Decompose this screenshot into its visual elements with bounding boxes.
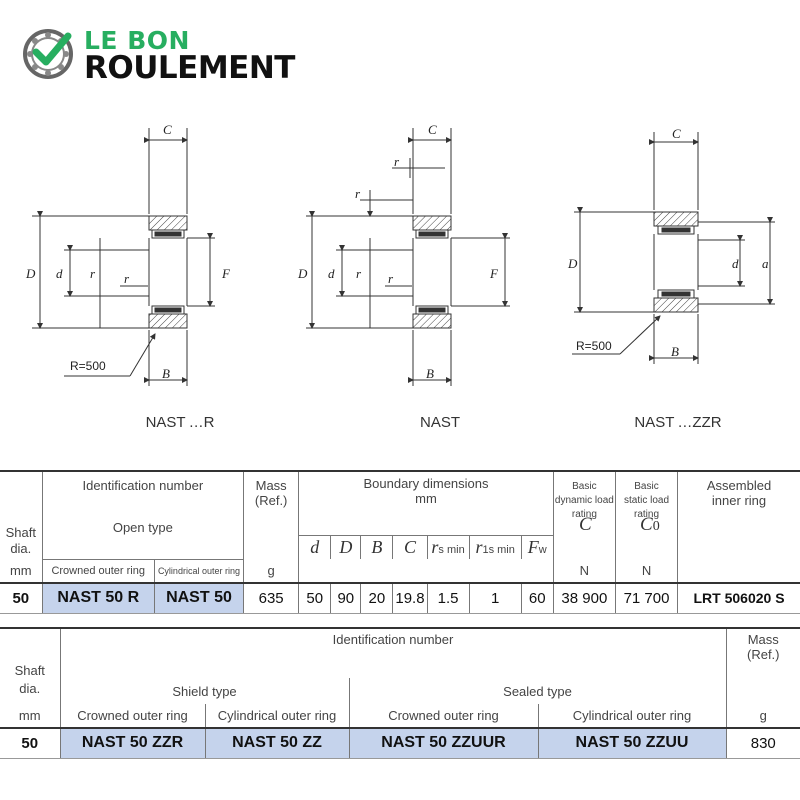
cell-shaft-2: 50 bbox=[0, 727, 61, 759]
cell-shaft: 50 bbox=[0, 582, 43, 614]
col-mass-header-2: Mass (Ref.) bbox=[725, 627, 800, 704]
bearing-check-icon bbox=[23, 29, 73, 79]
col-sealed-header: Sealed type bbox=[348, 678, 727, 704]
dim-label-fw: F bbox=[221, 266, 231, 281]
col-static-header: Basic static load rating bbox=[614, 470, 679, 559]
col-rs: rs min bbox=[426, 535, 470, 559]
static-symbol: C0 bbox=[640, 514, 660, 535]
cell-zzr: NAST 50 ZZR bbox=[59, 727, 206, 759]
bearing-drawings: C D d r r F B R=500 bbox=[25, 122, 775, 386]
dim-label-b2: B bbox=[426, 366, 434, 381]
unit-mm-2: mm bbox=[0, 704, 61, 728]
drawing-nast bbox=[306, 128, 510, 386]
col-fw: Fw bbox=[520, 535, 554, 559]
cell-zzuur: NAST 50 ZZUUR bbox=[348, 727, 539, 759]
cell-mass: 635 bbox=[243, 582, 300, 614]
col-ident-header: Identification number Open type bbox=[41, 470, 245, 535]
cell-d: 50 bbox=[298, 582, 332, 614]
col-shaft-header-2: Shaft dia. bbox=[0, 627, 61, 704]
dim-label-a3: a bbox=[762, 256, 769, 271]
col-D: D bbox=[330, 535, 362, 559]
dim-label-c3: C bbox=[672, 126, 681, 141]
dim-label-D: D bbox=[25, 266, 36, 281]
col-shaft-header: Shaft dia. bbox=[0, 470, 43, 559]
dim-label-r2top: r bbox=[394, 154, 400, 169]
table-row: 50 NAST 50 R NAST 50 635 50 90 20 19.8 1… bbox=[0, 582, 800, 614]
unit-mm: mm bbox=[0, 559, 43, 583]
drawing-nast-zzr bbox=[572, 132, 775, 364]
unit-dyn: N bbox=[552, 559, 616, 583]
col-dynamic-header: Basic dynamic load rating bbox=[552, 470, 616, 559]
dim-label-r1b: r bbox=[124, 271, 130, 286]
table-row: 50 NAST 50 ZZR NAST 50 ZZ NAST 50 ZZUUR … bbox=[0, 727, 800, 759]
dim-label-fw2: F bbox=[489, 266, 499, 281]
cell-rs: 1.5 bbox=[426, 582, 470, 614]
unit-g: g bbox=[243, 559, 300, 583]
dim-label-r1-2: r bbox=[356, 266, 362, 281]
dim-label-d: d bbox=[56, 266, 63, 281]
col-ident-header-2: Identification number bbox=[59, 627, 727, 678]
specification-table-sealed: Shaft dia. Identification number Mass (R… bbox=[0, 627, 800, 759]
cell-mass-2: 830 bbox=[725, 727, 800, 759]
col-inner-ring-header: Assembled inner ring bbox=[677, 470, 800, 559]
col-cyl-shield: Cylindrical outer ring bbox=[204, 704, 350, 728]
cell-inner-ring: LRT 506020 S bbox=[677, 582, 800, 614]
caption-nast: NAST bbox=[419, 414, 460, 431]
dim-label-c: C bbox=[163, 122, 172, 137]
dim-label-b3: B bbox=[671, 344, 679, 359]
unit-static: N bbox=[614, 559, 679, 583]
cell-B: 20 bbox=[360, 582, 394, 614]
col-crowned-header: Crowned outer ring bbox=[41, 558, 155, 583]
unit-g-2: g bbox=[725, 704, 800, 728]
cell-crowned: NAST 50 R bbox=[41, 582, 155, 614]
cell-fw: 60 bbox=[520, 582, 554, 614]
dim-label-r1: r bbox=[90, 266, 96, 281]
col-crowned-sealed: Crowned outer ring bbox=[348, 704, 539, 728]
dim-label-b: B bbox=[162, 366, 170, 381]
cell-D: 90 bbox=[330, 582, 362, 614]
dim-label-D3: D bbox=[567, 256, 578, 271]
logo-text-line1: LE BON bbox=[84, 26, 190, 55]
logo-text-line2: ROULEMENT bbox=[84, 50, 295, 86]
drawing-nast-r bbox=[32, 128, 215, 386]
col-cyl-sealed: Cylindrical outer ring bbox=[537, 704, 727, 728]
dim-label-D2: D bbox=[297, 266, 308, 281]
radius-label-3: R=500 bbox=[576, 339, 612, 353]
cell-zz: NAST 50 ZZ bbox=[204, 727, 350, 759]
dim-label-r1b-2: r bbox=[388, 271, 394, 286]
radius-label: R=500 bbox=[70, 359, 106, 373]
col-boundary-header: Boundary dimensions mm bbox=[298, 470, 554, 536]
cell-zzuu: NAST 50 ZZUU bbox=[537, 727, 727, 759]
col-mass-header: Mass (Ref.) bbox=[243, 470, 300, 559]
dim-label-r2side: r bbox=[355, 186, 361, 201]
dyn-symbol: C bbox=[579, 514, 592, 535]
col-cylindrical-header: Cylindrical outer ring bbox=[153, 558, 245, 583]
cell-dyn: 38 900 bbox=[552, 582, 616, 614]
col-crowned-shield: Crowned outer ring bbox=[59, 704, 206, 728]
col-C: C bbox=[392, 535, 428, 559]
dim-label-c2: C bbox=[428, 122, 437, 137]
col-B: B bbox=[360, 535, 394, 559]
logo: LE BON ROULEMENT bbox=[22, 26, 312, 88]
cell-static: 71 700 bbox=[614, 582, 679, 614]
caption-nast-r: NAST …R bbox=[145, 414, 215, 431]
dim-label-d2: d bbox=[328, 266, 335, 281]
cell-r1s: 1 bbox=[468, 582, 522, 614]
caption-nast-zzr: NAST …ZZR bbox=[634, 414, 722, 431]
dim-label-d3: d bbox=[732, 256, 739, 271]
col-shield-header: Shield type bbox=[59, 678, 350, 704]
cell-C: 19.8 bbox=[392, 582, 428, 614]
specification-table-open: Shaft dia. Identification number Open ty… bbox=[0, 470, 800, 614]
col-r1s: r1s min bbox=[468, 535, 522, 559]
col-d: d bbox=[298, 535, 332, 559]
cell-cylindrical: NAST 50 bbox=[153, 582, 245, 614]
